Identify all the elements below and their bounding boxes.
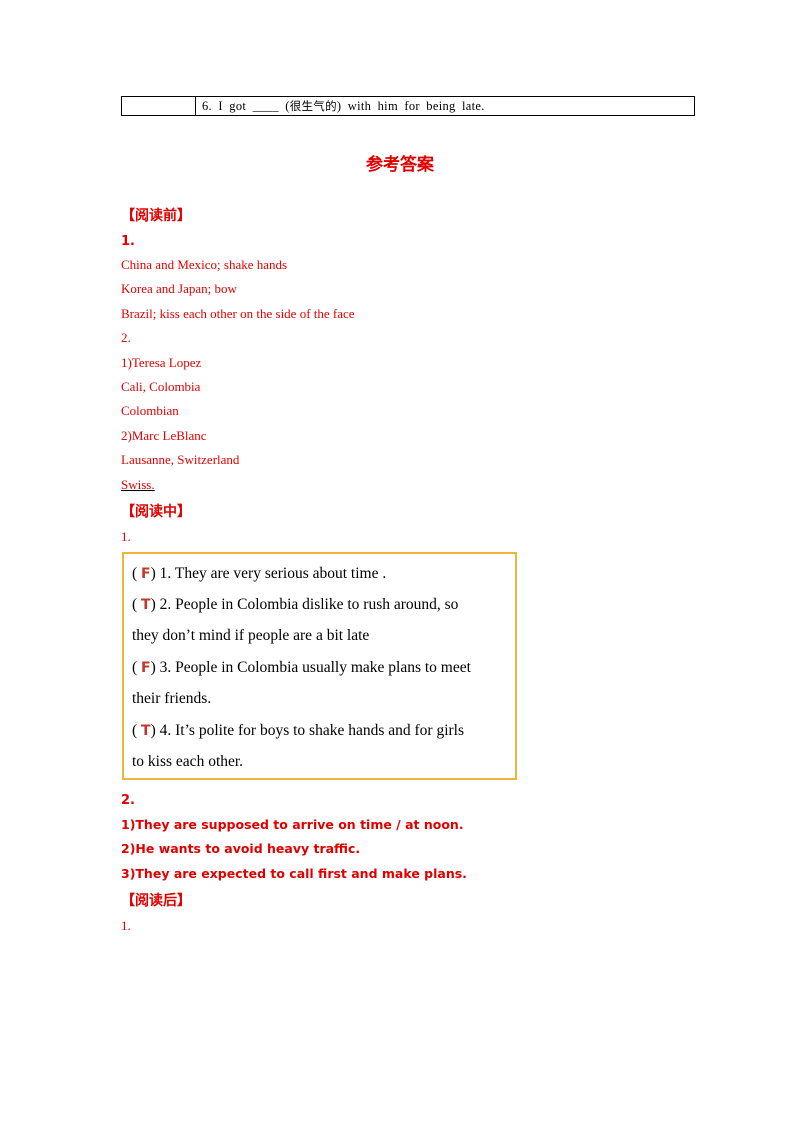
pre-reading-heading: 【阅读前】 [121, 208, 191, 224]
table-text-cell: 6. I got ____ (很生气的) with him for being … [196, 97, 485, 115]
pre-reading-q2-line: Lausanne, Switzerland [121, 452, 240, 467]
while-reading-q1-number: 1. [121, 529, 131, 544]
pre-reading-q2-line: 1)Teresa Lopez [121, 355, 202, 370]
pre-reading-q1-line: Korea and Japan; bow [121, 281, 237, 296]
tf-statement-continued: their friends. [132, 690, 212, 707]
tf-statement-continued: they don’t mind if people are a bit late [132, 627, 370, 644]
post-reading-q1-number: 1. [121, 918, 131, 933]
tf-statement: ( F) 3. People in Colombia usually make … [132, 659, 471, 676]
while-reading-q2-line: 3)They are expected to call first and ma… [121, 866, 467, 881]
tf-statement: ( T) 4. It’s polite for boys to shake ha… [132, 722, 464, 739]
pre-reading-q2-number: 2. [121, 330, 131, 345]
row-text-before: 6. I got ____ ( [202, 99, 290, 113]
tf-statement-continued: to kiss each other. [132, 753, 244, 770]
while-reading-q2-number: 2. [121, 793, 135, 808]
table-blank-cell [122, 97, 196, 115]
tf-statement: ( F) 1. They are very serious about time… [132, 565, 387, 582]
answer-mark: F [141, 660, 151, 676]
while-reading-q2-line: 1)They are supposed to arrive on time / … [121, 817, 464, 832]
tf-statement: ( T) 2. People in Colombia dislike to ru… [132, 596, 459, 613]
row-text-after: ) with him for being late. [336, 99, 485, 113]
post-reading-heading: 【阅读后】 [121, 893, 191, 909]
pre-reading-q1-number: 1. [121, 234, 135, 249]
page-title: 参考答案 [366, 155, 434, 175]
true-false-answer-box: ( F) 1. They are very serious about time… [122, 552, 517, 780]
pre-reading-q2-line: Colombian [121, 403, 179, 418]
row-cjk-hint: 很生气的 [289, 99, 337, 113]
pre-reading-q2-line: Cali, Colombia [121, 379, 201, 394]
pre-reading-q1-line: Brazil; kiss each other on the side of t… [121, 306, 355, 321]
exercise-table-row: 6. I got ____ (很生气的) with him for being … [121, 96, 695, 116]
answer-mark: F [141, 566, 151, 582]
while-reading-q2-line: 2)He wants to avoid heavy traffic. [121, 841, 361, 856]
pre-reading-q1-line: China and Mexico; shake hands [121, 257, 288, 272]
while-reading-heading: 【阅读中】 [121, 504, 191, 520]
pre-reading-q2-line: Swiss. [121, 477, 155, 492]
answer-mark: T [141, 597, 151, 613]
answer-mark: T [141, 723, 151, 739]
pre-reading-q2-line: 2)Marc LeBlanc [121, 428, 207, 443]
